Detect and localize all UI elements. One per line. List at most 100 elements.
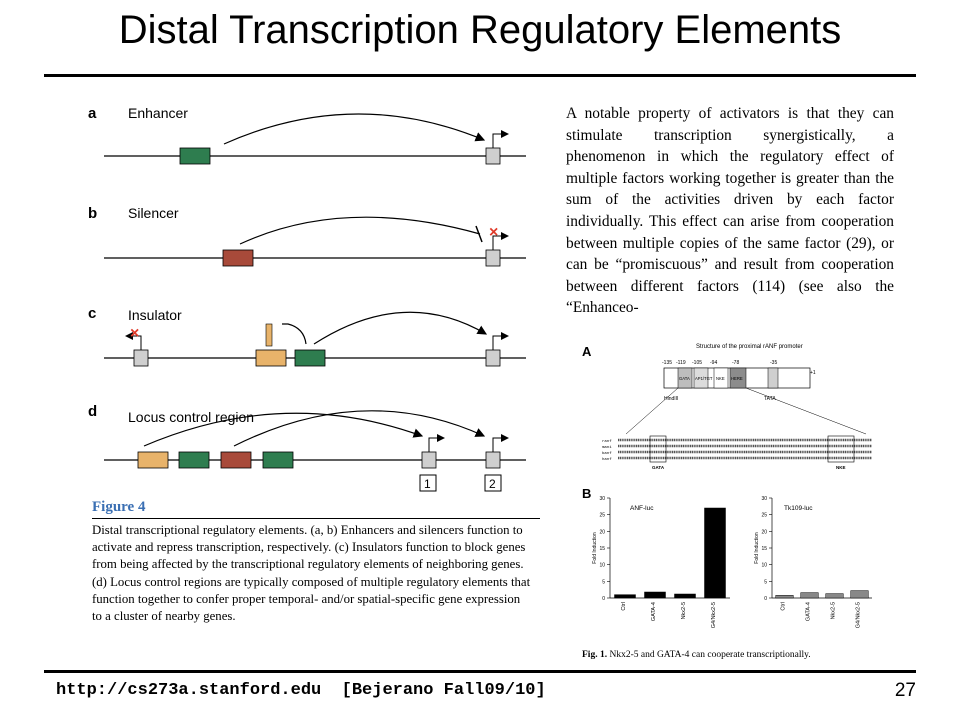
figure4-caption-rule bbox=[92, 518, 540, 519]
tss-arrow bbox=[492, 332, 509, 350]
y-tick-label: 5 bbox=[764, 579, 767, 585]
panel-label-enhancer: Enhancer bbox=[128, 105, 188, 121]
here-box bbox=[729, 367, 747, 389]
chart-title: Tk109-luc bbox=[784, 505, 813, 512]
nke-box bbox=[713, 367, 729, 389]
y-tick-label: 20 bbox=[761, 529, 767, 535]
pos-label: -94 bbox=[710, 360, 717, 366]
x-tick-label: Nkx2-5 bbox=[831, 602, 837, 619]
slide-title: Distal Transcription Regulatory Elements bbox=[118, 8, 842, 52]
x-tick-label: GATA-4 bbox=[806, 602, 812, 621]
insulator-protein bbox=[265, 323, 273, 347]
y-tick-label: 30 bbox=[599, 496, 605, 502]
footer-divider bbox=[44, 670, 916, 673]
pos-label: -135 bbox=[662, 360, 672, 366]
x-tick-label: G4/Nkx2-5 bbox=[856, 602, 862, 628]
lcr-element bbox=[262, 451, 294, 469]
gata-box bbox=[677, 367, 693, 389]
tata-label: TATA bbox=[764, 396, 776, 402]
footer-url[interactable]: http://cs273a.stanford.edu [Bejerano Fal… bbox=[56, 681, 546, 700]
pos-label: -119 bbox=[676, 360, 686, 366]
gene-label-2: 2 bbox=[489, 477, 496, 491]
gene-promoter bbox=[485, 451, 501, 469]
page-number: 27 bbox=[894, 680, 916, 701]
seq-label-nke: NKE bbox=[836, 465, 846, 470]
panel-b: b Silencer × bbox=[88, 205, 526, 267]
box-label: HERE bbox=[731, 376, 743, 381]
figure4-caption: Distal transcriptional regulatory elemen… bbox=[92, 523, 531, 624]
x-tick-label: GATA-4 bbox=[651, 602, 657, 621]
bar bbox=[825, 593, 844, 599]
gene-promoter bbox=[421, 451, 437, 469]
enhancer-element bbox=[179, 147, 211, 165]
gene-promoter bbox=[485, 249, 501, 267]
seq-row-label: banf bbox=[602, 451, 612, 456]
promoter-title: Structure of the proximal rANF promoter bbox=[696, 344, 803, 350]
tss-arrow bbox=[492, 232, 509, 250]
seq-row-label: mani bbox=[602, 445, 612, 450]
pos-label: -78 bbox=[732, 360, 739, 366]
enhancer-element bbox=[294, 349, 326, 367]
lcr-element bbox=[137, 451, 169, 469]
tata-box bbox=[767, 367, 779, 389]
pos-label: -105 bbox=[692, 360, 702, 366]
seq-row-label: ranf bbox=[602, 439, 612, 444]
y-axis-label: Fold Induction bbox=[754, 532, 760, 564]
bar bbox=[800, 592, 819, 599]
tss-arrow bbox=[492, 434, 509, 452]
y-tick-label: 20 bbox=[599, 529, 605, 535]
y-tick-label: 25 bbox=[761, 513, 767, 519]
y-tick-label: 10 bbox=[599, 563, 605, 569]
x-tick-label: G4/Nkx2-5 bbox=[711, 602, 717, 628]
figure1-caption: Fig. 1. Nkx2-5 and GATA-4 can cooperate … bbox=[582, 650, 811, 660]
tss-arrow-reverse bbox=[125, 332, 142, 350]
panel-label-silencer: Silencer bbox=[128, 205, 179, 221]
lcr-element bbox=[178, 451, 210, 469]
panel-letter-c: c bbox=[88, 305, 96, 322]
y-tick-label: 0 bbox=[764, 596, 767, 602]
seq-row-label: hanf bbox=[602, 457, 612, 462]
activation-arc bbox=[233, 410, 486, 447]
y-tick-label: 15 bbox=[761, 546, 767, 552]
silencer-element bbox=[222, 249, 254, 267]
activation-arc bbox=[223, 113, 486, 145]
bar bbox=[674, 593, 696, 599]
lcr-element bbox=[220, 451, 252, 469]
blocked-x-icon: × bbox=[489, 224, 498, 241]
box-label: GATA bbox=[679, 376, 690, 381]
gene-promoter bbox=[485, 147, 501, 165]
panel-c: c Insulator × bbox=[88, 305, 526, 367]
y-tick-label: 5 bbox=[602, 579, 605, 585]
activator-paragraph: A notable property of activators is that… bbox=[566, 105, 894, 317]
bar bbox=[704, 507, 726, 599]
gene-label-1: 1 bbox=[424, 477, 431, 491]
panel-letter-b: b bbox=[88, 205, 97, 222]
panel-a: a Enhancer bbox=[88, 105, 526, 165]
figure4-diagram: a Enhancer b Silencer × c Insulator × bbox=[88, 105, 526, 492]
figure1-caption-text: Nkx2-5 and GATA-4 can cooperate transcri… bbox=[607, 650, 811, 660]
fig1-panel-a-letter: A bbox=[582, 344, 592, 359]
blocked-x-icon: × bbox=[130, 325, 139, 342]
y-tick-label: 15 bbox=[599, 546, 605, 552]
bar bbox=[775, 595, 794, 599]
repression-arc bbox=[239, 216, 481, 245]
y-axis-label: Fold Induction bbox=[592, 532, 598, 564]
title-divider bbox=[44, 74, 916, 77]
y-tick-label: 10 bbox=[761, 563, 767, 569]
panel-label-insulator: Insulator bbox=[128, 307, 182, 323]
box-label: AP1/TGT bbox=[695, 376, 713, 381]
activation-arc bbox=[143, 412, 424, 447]
panel-d: d Locus control region 1 2 bbox=[88, 403, 526, 492]
insulator-element bbox=[255, 349, 287, 367]
x-tick-label: Ctrl bbox=[781, 602, 787, 611]
panel-letter-a: a bbox=[88, 105, 97, 122]
panel-label-lcr: Locus control region bbox=[128, 409, 254, 425]
hindiii-label: HindIII bbox=[664, 396, 678, 402]
bar bbox=[614, 594, 636, 599]
pos-label: +1 bbox=[810, 370, 816, 376]
seq-label-gata: GATA bbox=[652, 465, 665, 470]
panel-letter-d: d bbox=[88, 403, 97, 420]
x-tick-label: Ctrl bbox=[621, 602, 627, 611]
